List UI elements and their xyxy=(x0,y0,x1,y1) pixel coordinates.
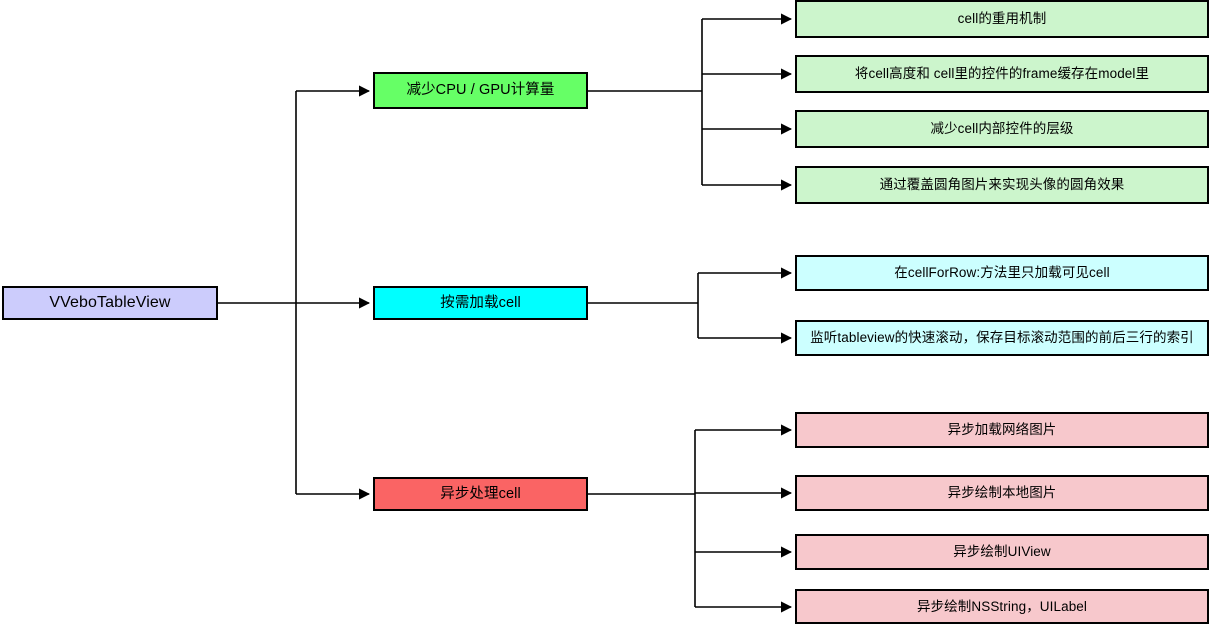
leaf-node-reduce-compute-2[interactable]: 减少cell内部控件的层级 xyxy=(795,110,1209,148)
leaf-node-load-on-demand-1[interactable]: 监听tableview的快速滚动，保存目标滚动范围的前后三行的索引 xyxy=(795,320,1209,356)
root-node[interactable]: VVeboTableView xyxy=(2,286,218,320)
leaf-node-reduce-compute-3-label: 通过覆盖圆角图片来实现头像的圆角效果 xyxy=(879,177,1125,193)
root-node-label: VVeboTableView xyxy=(49,293,171,311)
leaf-node-async-cell-0-label: 异步加载网络图片 xyxy=(947,422,1057,438)
branch-node-load-on-demand[interactable]: 按需加载cell xyxy=(373,286,588,320)
leaf-node-reduce-compute-1[interactable]: 将cell高度和 cell里的控件的frame缓存在model里 xyxy=(795,55,1209,93)
leaf-node-load-on-demand-1-label: 监听tableview的快速滚动，保存目标滚动范围的前后三行的索引 xyxy=(810,330,1194,346)
leaf-node-load-on-demand-0[interactable]: 在cellForRow:方法里只加载可见cell xyxy=(795,255,1209,291)
leaf-node-reduce-compute-0[interactable]: cell的重用机制 xyxy=(795,0,1209,38)
leaf-node-load-on-demand-0-label: 在cellForRow:方法里只加载可见cell xyxy=(894,265,1110,281)
leaf-node-async-cell-0[interactable]: 异步加载网络图片 xyxy=(795,412,1209,448)
leaf-node-async-cell-2-label: 异步绘制UIView xyxy=(953,544,1051,560)
branch-node-reduce-compute[interactable]: 减少CPU / GPU计算量 xyxy=(373,72,588,109)
branch-node-async-cell[interactable]: 异步处理cell xyxy=(373,477,588,511)
leaf-node-reduce-compute-0-label: cell的重用机制 xyxy=(957,11,1047,27)
branch-node-async-cell-label: 异步处理cell xyxy=(440,485,521,502)
leaf-node-async-cell-3-label: 异步绘制NSString，UILabel xyxy=(916,598,1088,614)
leaf-node-reduce-compute-2-label: 减少cell内部控件的层级 xyxy=(930,121,1074,137)
leaf-node-reduce-compute-1-label: 将cell高度和 cell里的控件的frame缓存在model里 xyxy=(854,66,1150,82)
branch-node-load-on-demand-label: 按需加载cell xyxy=(440,294,521,311)
leaf-node-async-cell-2[interactable]: 异步绘制UIView xyxy=(795,534,1209,570)
leaf-node-async-cell-1[interactable]: 异步绘制本地图片 xyxy=(795,475,1209,511)
leaf-node-async-cell-1-label: 异步绘制本地图片 xyxy=(947,485,1057,501)
branch-node-reduce-compute-label: 减少CPU / GPU计算量 xyxy=(406,82,555,99)
leaf-node-reduce-compute-3[interactable]: 通过覆盖圆角图片来实现头像的圆角效果 xyxy=(795,166,1209,204)
leaf-node-async-cell-3[interactable]: 异步绘制NSString，UILabel xyxy=(795,589,1209,624)
